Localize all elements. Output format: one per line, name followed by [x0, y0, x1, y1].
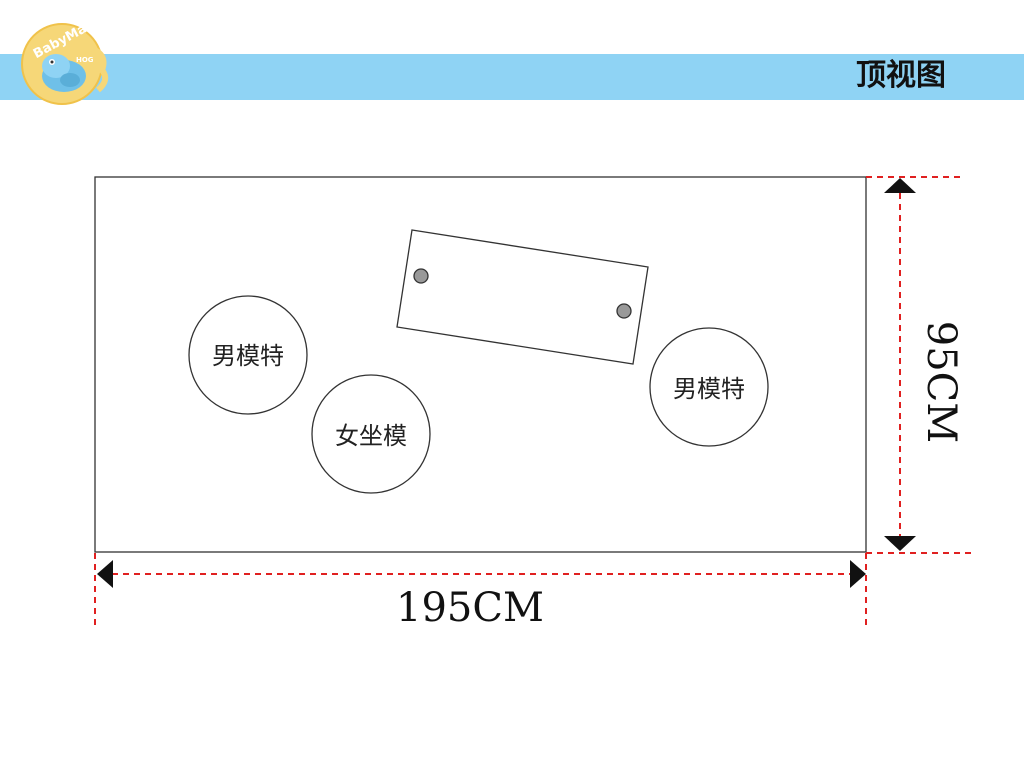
mannequin-label: 男模特	[673, 375, 745, 403]
hippo-logo-icon: BabyMa HOG	[21, 21, 109, 105]
bench-post-left	[413, 268, 429, 284]
arrow-up-icon	[884, 178, 916, 193]
height-dimension: 95CM	[866, 176, 975, 554]
bench-post-right	[616, 303, 632, 319]
mannequin-female-seated: 女坐模	[311, 374, 431, 494]
logo-subtext: HOG	[76, 56, 94, 64]
mannequin-label: 女坐模	[335, 422, 407, 450]
width-dimension: 195CM	[94, 553, 867, 631]
bench	[396, 229, 649, 365]
arrow-right-icon	[850, 560, 866, 588]
mannequin-label: 男模特	[212, 342, 284, 370]
height-label: 95CM	[918, 321, 964, 443]
platform-outline	[94, 176, 867, 553]
mannequin-male-right: 男模特	[649, 327, 769, 447]
header-band	[0, 54, 1024, 100]
mannequin-male-left: 男模特	[188, 295, 308, 415]
page-title: 顶视图	[856, 58, 946, 93]
arrow-down-icon	[884, 536, 916, 551]
width-label: 195CM	[396, 585, 544, 631]
bench-outline	[396, 229, 649, 365]
arrow-left-icon	[97, 560, 113, 588]
